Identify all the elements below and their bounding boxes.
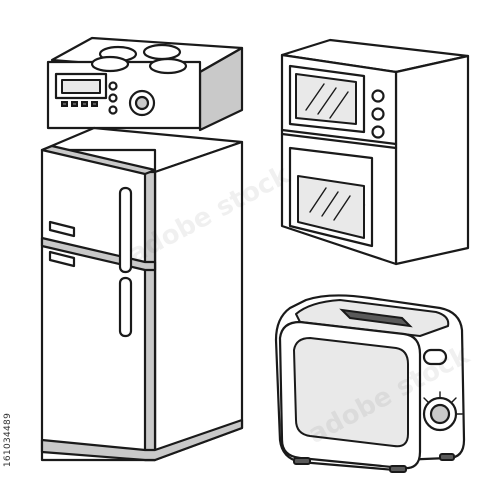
freezer-handle <box>118 186 133 274</box>
toaster-slot <box>339 308 413 328</box>
fridge-badge <box>48 250 76 268</box>
toaster-lever <box>422 348 448 366</box>
stock-id-text: 161034489 <box>3 412 13 468</box>
cooktop-button <box>91 101 98 107</box>
cooktop <box>46 36 244 132</box>
wall-oven <box>280 38 470 266</box>
refrigerator <box>40 126 244 462</box>
microwave-knob <box>371 107 385 121</box>
oven <box>288 146 374 248</box>
microwave-knob <box>371 89 385 103</box>
burner-back-right <box>142 43 182 61</box>
microwave-knob <box>371 125 385 139</box>
fridge-handle <box>118 276 133 338</box>
stock-id: 161034489 <box>2 385 14 495</box>
microwave <box>288 64 385 139</box>
burner-front-left <box>90 55 130 73</box>
cooktop-button <box>61 101 68 107</box>
toaster <box>274 294 466 473</box>
burner-front-right <box>148 57 188 75</box>
freezer-badge <box>48 220 76 238</box>
cooktop-button <box>71 101 78 107</box>
cooktop-button <box>81 101 88 107</box>
